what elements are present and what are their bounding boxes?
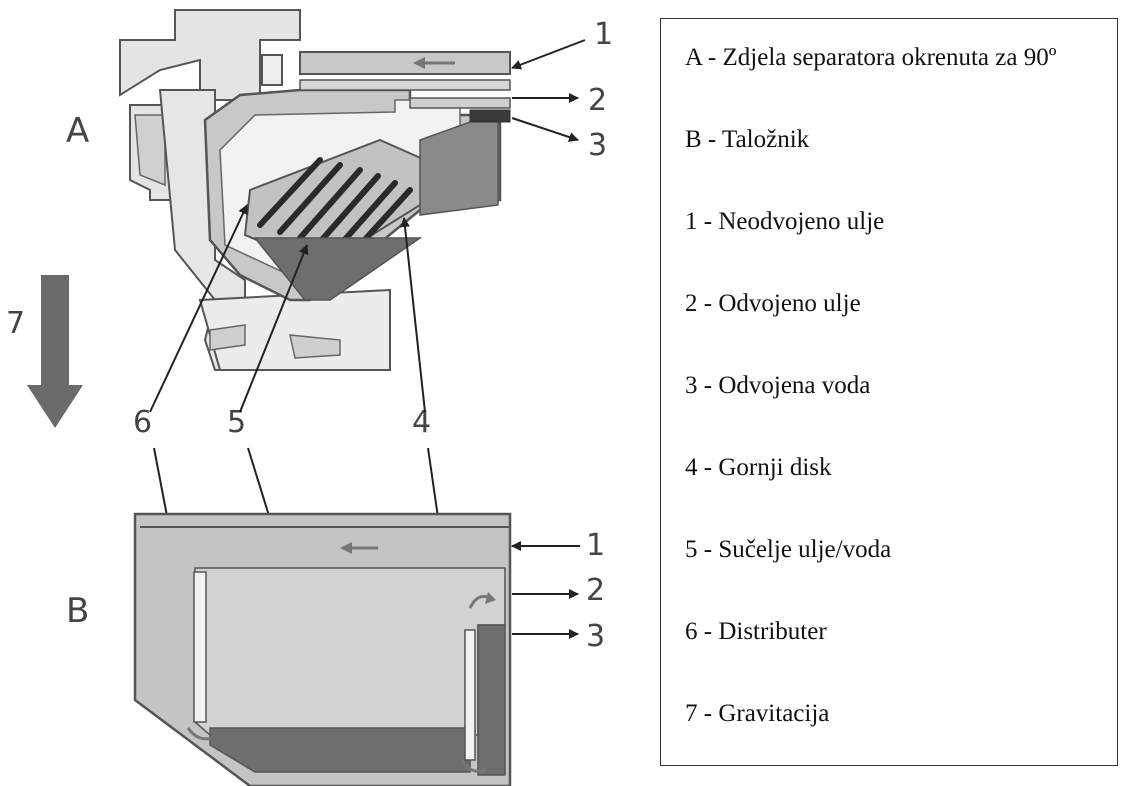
callout-b-1: 1 (586, 528, 605, 563)
gravity-label: 7 (6, 306, 25, 341)
legend-item-a: A - Zdjela separatora okrenuta za 90º (685, 44, 1057, 71)
callout-5: 5 (227, 405, 246, 440)
callout-4: 4 (412, 405, 431, 440)
section-label-a: A (66, 111, 89, 151)
callout-6: 6 (133, 405, 152, 440)
top-callout-arrows (511, 39, 586, 142)
settling-tank-b (133, 512, 512, 786)
gravity-arrow-icon (27, 275, 83, 428)
legend-box: A - Zdjela separatora okrenuta za 90º B … (660, 18, 1118, 766)
callout-a-1: 1 (594, 17, 613, 52)
separator-diagram: 1 2 3 A 7 6 5 4 (6, 9, 613, 786)
legend-item-2: 2 - Odvojeno ulje (685, 290, 861, 317)
callout-a-3: 3 (588, 128, 607, 163)
legend-list: A - Zdjela separatora okrenuta za 90º B … (661, 19, 1117, 781)
legend-item-b: B - Taložnik (685, 126, 810, 153)
separator-bowl-a (119, 9, 511, 371)
legend-item-3: 3 - Odvojena voda (685, 372, 871, 399)
section-label-b: B (66, 591, 89, 631)
legend-item-5: 5 - Sučelje ulje/voda (685, 536, 892, 563)
callout-a-2: 2 (588, 83, 607, 118)
bottom-callout-arrows (511, 541, 580, 639)
legend-item-4: 4 - Gornji disk (685, 454, 832, 481)
legend-item-1: 1 - Neodvojeno ulje (685, 208, 885, 235)
legend-item-7: 7 - Gravitacija (685, 700, 830, 727)
legend-item-6: 6 - Distributer (685, 618, 827, 645)
callout-b-2: 2 (586, 573, 605, 608)
callout-b-3: 3 (586, 619, 605, 654)
